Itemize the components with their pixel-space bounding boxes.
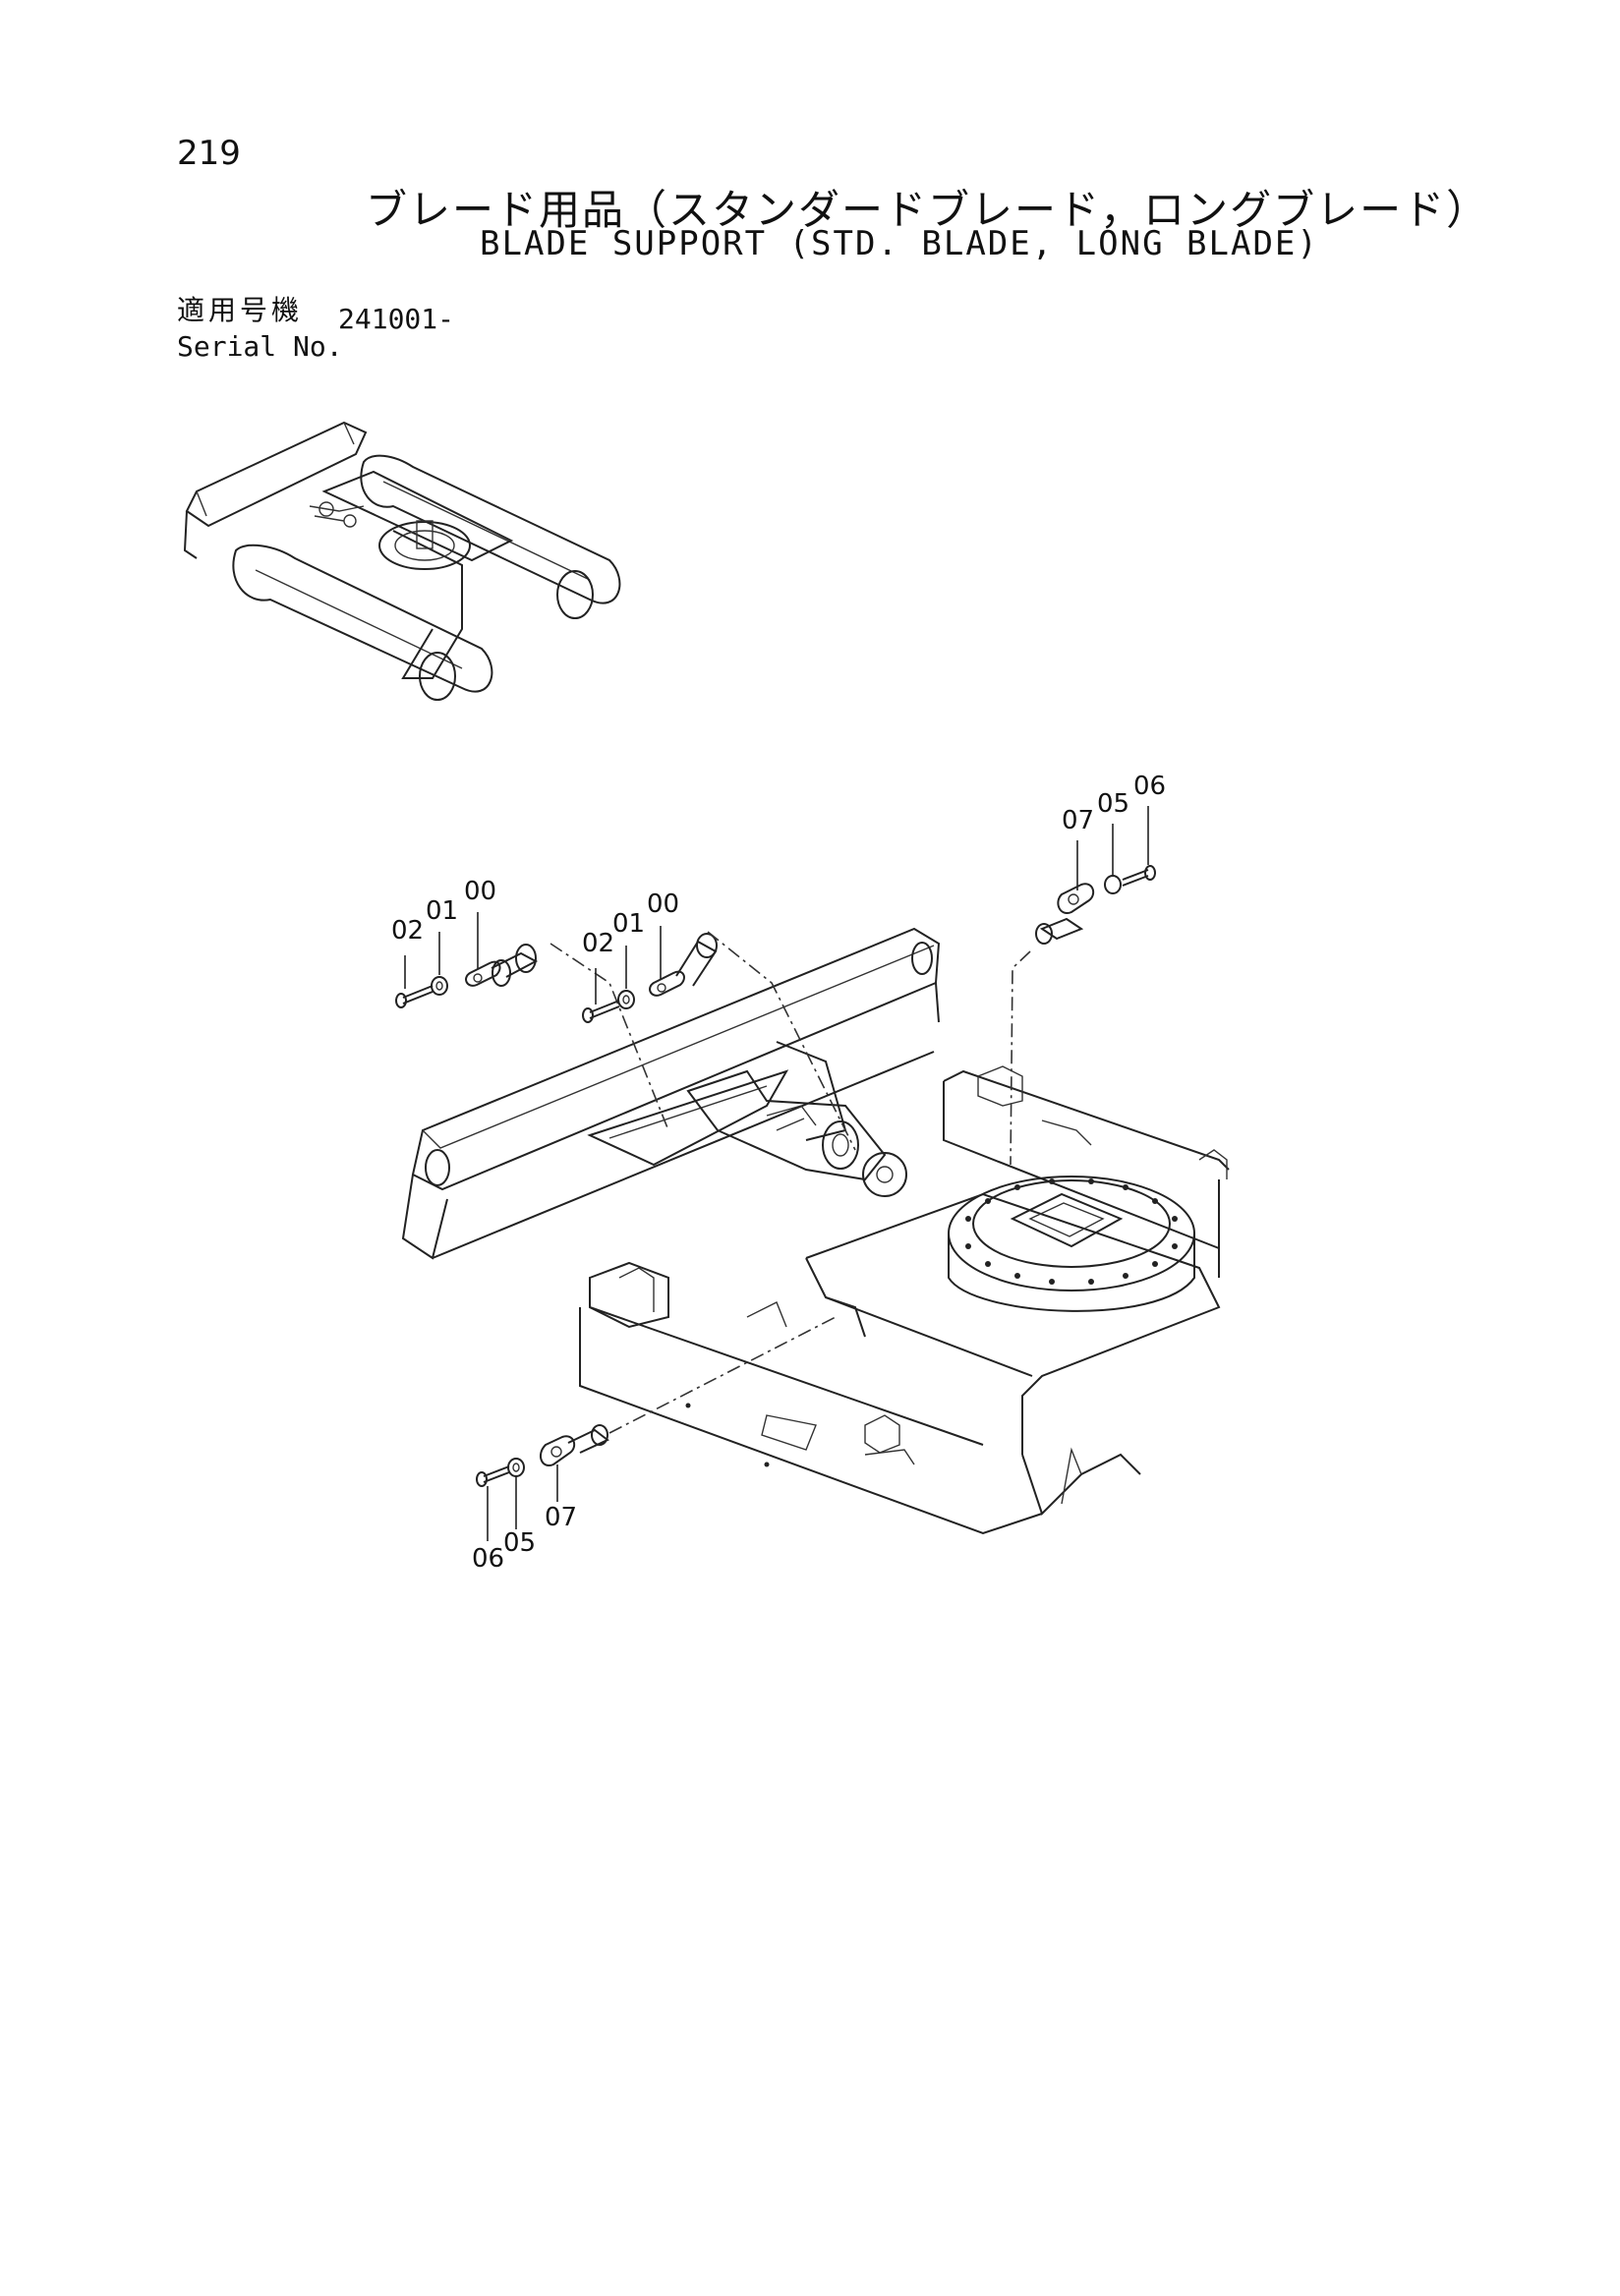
callout-tr-06: 06 — [1133, 772, 1166, 865]
callout-left-02: 02 — [391, 916, 424, 989]
pin-assembly-middle — [582, 933, 718, 1023]
pin-assembly-left — [395, 944, 539, 1008]
serial-number-value: 241001- — [338, 303, 455, 335]
svg-text:06: 06 — [1133, 772, 1166, 801]
overview-undercarriage-drawing — [183, 421, 621, 701]
serial-label-english: Serial No. — [177, 330, 343, 363]
callout-bottom-07: 07 — [545, 1464, 577, 1532]
svg-text:01: 01 — [426, 896, 458, 926]
svg-text:07: 07 — [1062, 806, 1094, 835]
svg-text:07: 07 — [545, 1503, 577, 1532]
callout-left-00: 00 — [464, 877, 496, 969]
svg-text:01: 01 — [612, 909, 645, 939]
callout-bottom-06: 06 — [472, 1486, 504, 1574]
svg-text:05: 05 — [503, 1528, 536, 1558]
svg-text:00: 00 — [464, 877, 496, 906]
svg-text:05: 05 — [1097, 789, 1129, 819]
pin-assembly-top-right — [1035, 865, 1156, 945]
callout-left-01: 01 — [426, 896, 458, 975]
callout-mid-00: 00 — [647, 890, 679, 979]
swing-bearing-bolts — [965, 1178, 1178, 1285]
svg-text:06: 06 — [472, 1544, 504, 1574]
callout-tr-05: 05 — [1097, 789, 1129, 875]
serial-label-japanese: 適用号機 — [177, 294, 304, 326]
callout-bottom-05: 05 — [503, 1476, 536, 1558]
svg-text:00: 00 — [647, 890, 679, 919]
svg-text:02: 02 — [391, 916, 424, 946]
callout-mid-01: 01 — [612, 909, 645, 989]
title-english: BLADE SUPPORT (STD. BLADE, LONG BLADE) — [480, 224, 1319, 263]
pin-assembly-bottom — [476, 1424, 609, 1487]
page-number: 219 — [177, 134, 241, 173]
callout-tr-07: 07 — [1062, 806, 1094, 890]
main-assembly-drawing — [401, 927, 1230, 1535]
svg-text:02: 02 — [582, 929, 614, 958]
title-japanese: ブレード用品（スタンダードブレード，ロングブレード） — [366, 186, 1490, 234]
callout-mid-02: 02 — [582, 929, 614, 1004]
